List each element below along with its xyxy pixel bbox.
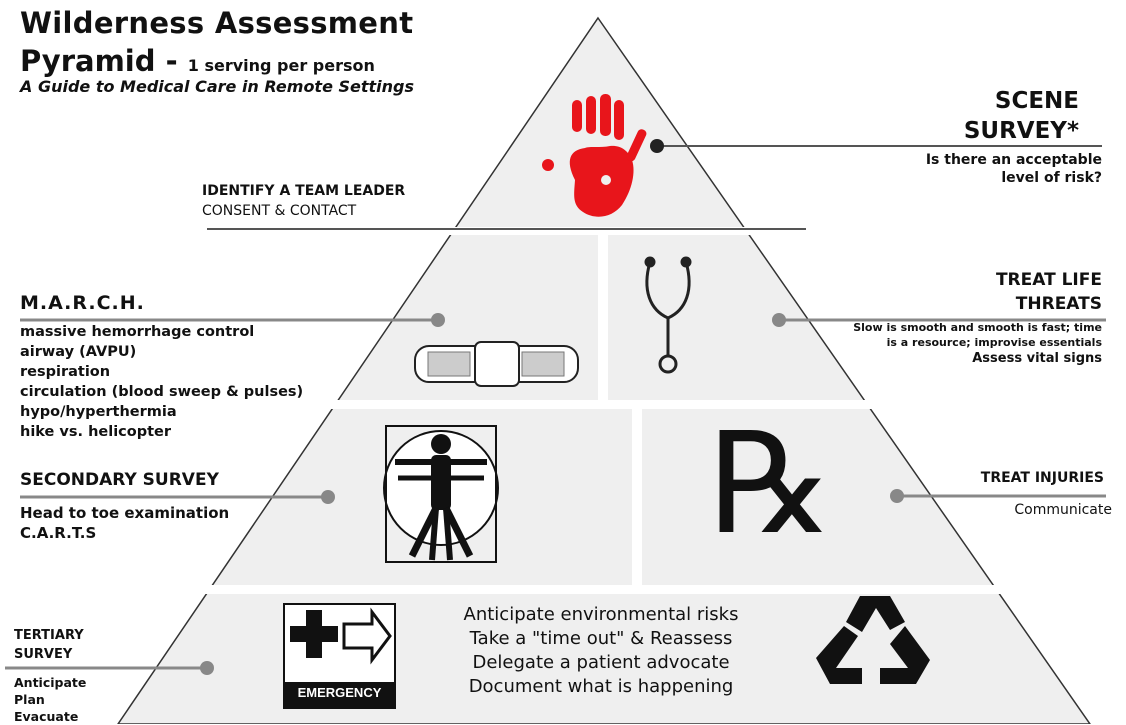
tertiary-survey-item: Plan xyxy=(14,692,45,707)
treat-life-threats-dot xyxy=(772,313,786,327)
rx-symbol-icon: ℞ xyxy=(708,403,834,566)
treat-life-threats-text-line2: is a resource; improvise essentials xyxy=(886,336,1102,349)
scene-survey-title-line1: SCENE xyxy=(994,88,1079,114)
scene-survey-question-line2: level of risk? xyxy=(1001,170,1102,186)
march-item: massive hemorrhage control xyxy=(20,324,255,340)
stethoscope-icon xyxy=(644,256,692,374)
tertiary-survey-title-line1: TERTIARY xyxy=(14,628,84,643)
scene-survey-title-line2: SURVEY* xyxy=(963,118,1079,144)
secondary-survey-title: SECONDARY SURVEY xyxy=(20,470,219,490)
team-leader-title: IDENTIFY A TEAM LEADER xyxy=(202,183,406,199)
base-text-block: Anticipate environmental risks Take a "t… xyxy=(426,603,776,699)
march-item: hypo/hyperthermia xyxy=(20,404,177,420)
secondary-survey-line1: Head to toe examination xyxy=(20,504,230,522)
bandage-icon xyxy=(414,341,579,387)
base-text-line: Document what is happening xyxy=(468,676,734,697)
handprint-icon xyxy=(542,94,647,217)
treat-life-threats-title-line1: TREAT LIFE xyxy=(995,270,1102,290)
emergency-sign-icon xyxy=(283,603,396,709)
march-item: circulation (blood sweep & pulses) xyxy=(20,384,304,400)
vitruvian-man-icon xyxy=(383,425,499,563)
diagram-serving-note: 1 serving per person xyxy=(187,56,375,75)
treat-life-threats-text: Slow is smooth and smooth is fast; time … xyxy=(853,320,1102,368)
march-title: M.A.R.C.H. xyxy=(20,292,145,314)
tier2-divider xyxy=(598,235,608,400)
base-text-line: Take a "time out" & Reassess xyxy=(469,628,733,649)
march-item: hike vs. helicopter xyxy=(20,424,172,440)
diagram-title-pyramid: Pyramid - xyxy=(20,44,178,78)
diagram-title-line2: Pyramid - 1 serving per person xyxy=(20,44,375,78)
tertiary-survey-item: Evacuate xyxy=(14,709,79,724)
secondary-survey-dot xyxy=(321,490,335,504)
tier-separator-2 xyxy=(150,400,970,409)
tier3-divider xyxy=(632,409,642,585)
tier-separator-1 xyxy=(200,227,820,235)
scene-survey-dot xyxy=(650,139,664,153)
treat-injuries-dot xyxy=(890,489,904,503)
scene-survey-title: SCENE SURVEY* xyxy=(964,86,1079,146)
tertiary-survey-item: Anticipate xyxy=(14,675,87,690)
treat-life-threats-title: TREAT LIFE THREATS xyxy=(996,268,1102,316)
treat-injuries-subtitle: Communicate xyxy=(1014,502,1112,518)
base-text-line: Anticipate environmental risks xyxy=(463,604,739,625)
diagram-subtitle: A Guide to Medical Care in Remote Settin… xyxy=(20,77,415,96)
secondary-survey-text: Head to toe examination C.A.R.T.S xyxy=(20,503,229,543)
emergency-label: EMERGENCY xyxy=(297,685,382,700)
treat-life-threats-title-line2: THREATS xyxy=(1015,294,1102,314)
diagram-title: Wilderness Assessment xyxy=(20,6,414,40)
team-leader-subtitle: CONSENT & CONTACT xyxy=(202,203,357,219)
treat-life-threats-text-line1: Slow is smooth and smooth is fast; time xyxy=(853,321,1102,334)
tier-separator-3 xyxy=(90,585,1030,594)
recycle-icon xyxy=(816,596,930,684)
base-text-line: Delegate a patient advocate xyxy=(472,652,730,673)
march-list: massive hemorrhage control airway (AVPU)… xyxy=(20,322,303,442)
tertiary-survey-list: Anticipate Plan Evacuate xyxy=(14,674,86,725)
treat-injuries-title: TREAT INJURIES xyxy=(980,470,1104,486)
tertiary-survey-dot xyxy=(200,661,214,675)
tertiary-survey-title: TERTIARY SURVEY xyxy=(14,626,84,664)
scene-survey-question: Is there an acceptable level of risk? xyxy=(926,151,1102,187)
tertiary-survey-title-line2: SURVEY xyxy=(14,647,73,662)
scene-survey-question-line1: Is there an acceptable xyxy=(925,152,1102,168)
march-item: respiration xyxy=(20,364,111,380)
march-dot xyxy=(431,313,445,327)
treat-life-threats-text-line3: Assess vital signs xyxy=(972,351,1102,366)
secondary-survey-line2: C.A.R.T.S xyxy=(20,524,97,542)
march-item: airway (AVPU) xyxy=(20,344,137,360)
